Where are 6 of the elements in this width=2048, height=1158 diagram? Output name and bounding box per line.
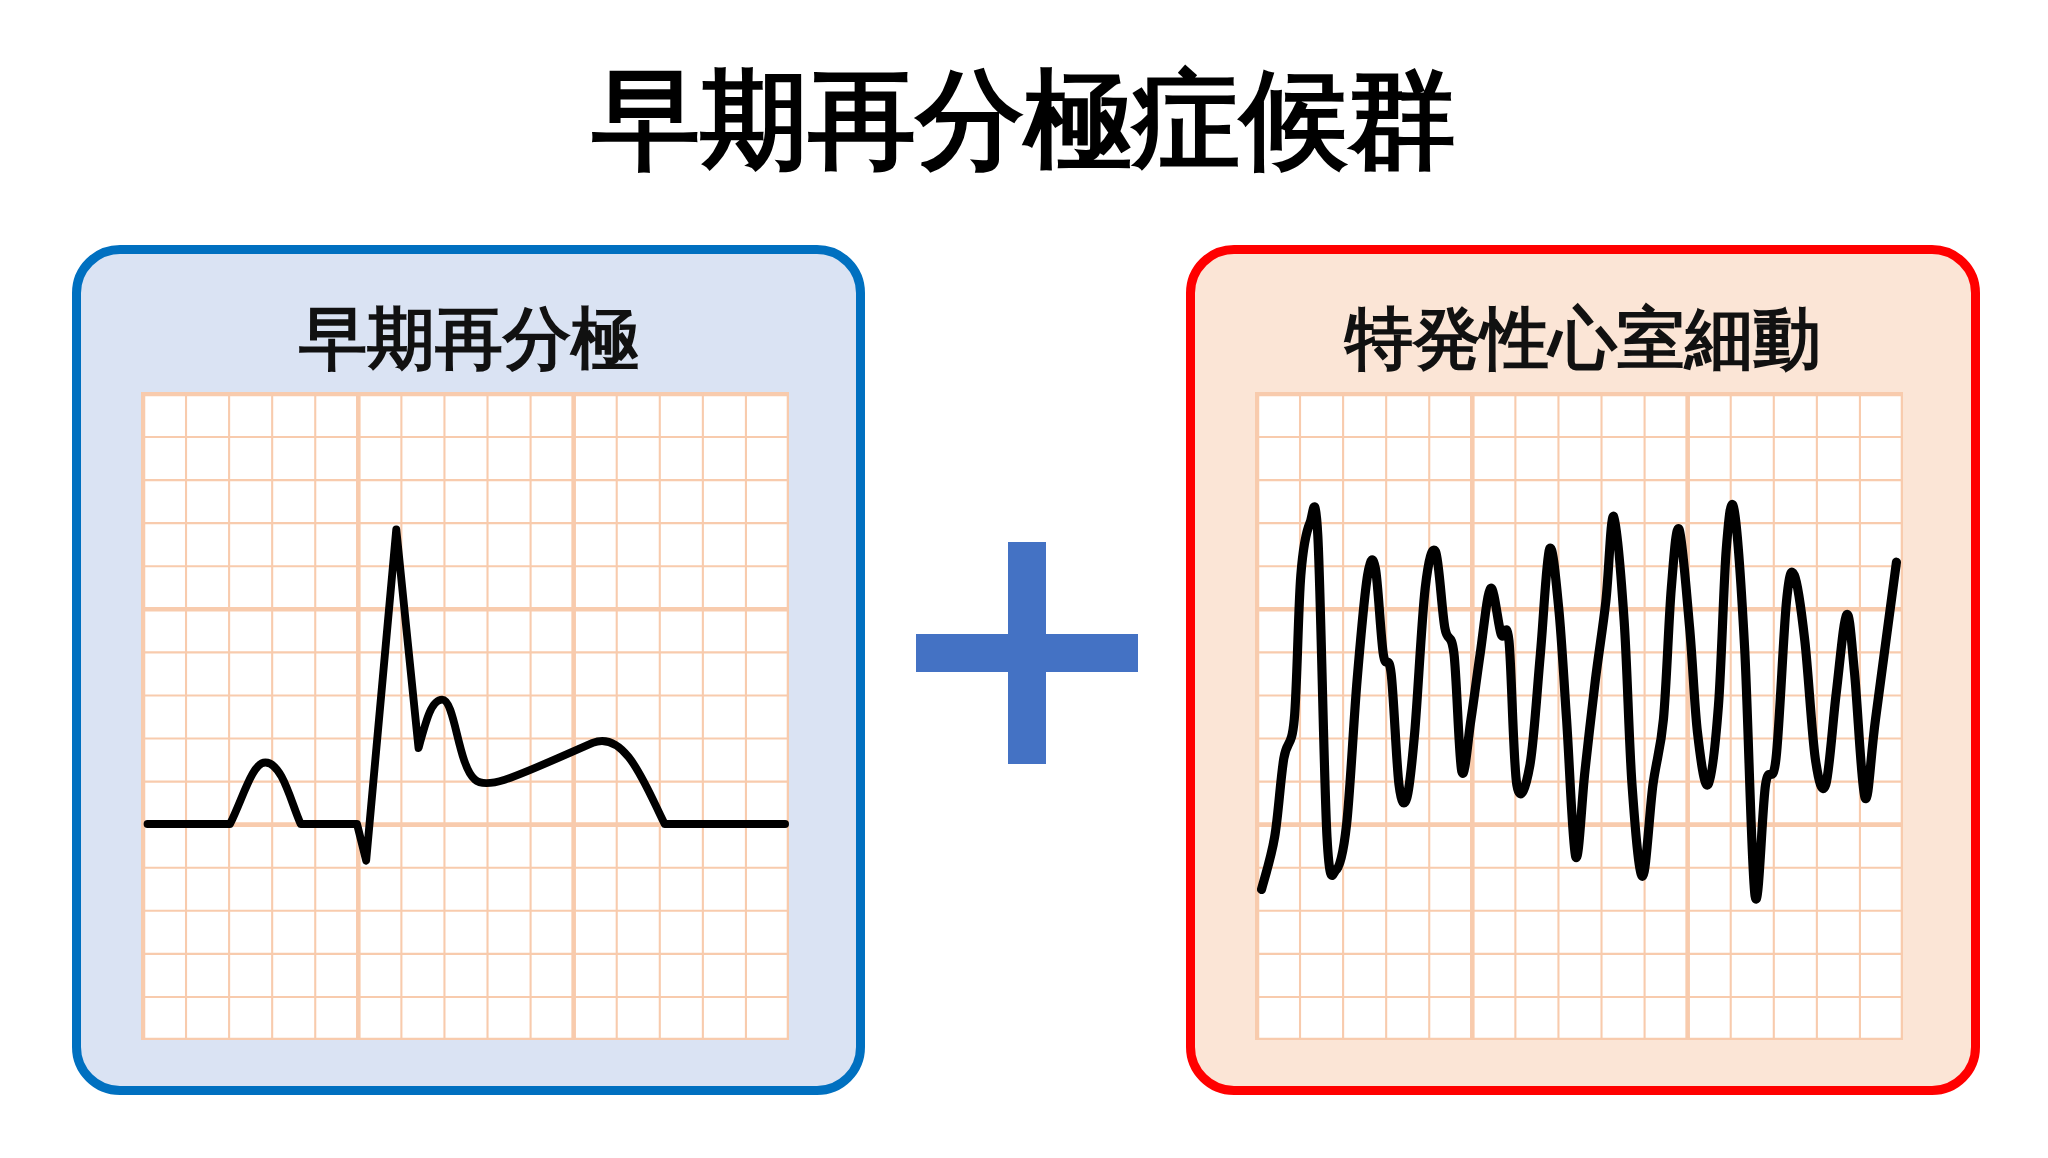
panel-heading: 特発性心室細動 — [1343, 299, 1822, 379]
panel-box — [72, 245, 865, 1095]
title: 早期再分極症候群 — [591, 56, 1457, 184]
panel-box — [1186, 245, 1980, 1095]
plus-sign — [916, 542, 1138, 764]
panel-heading: 早期再分極 — [297, 299, 640, 379]
